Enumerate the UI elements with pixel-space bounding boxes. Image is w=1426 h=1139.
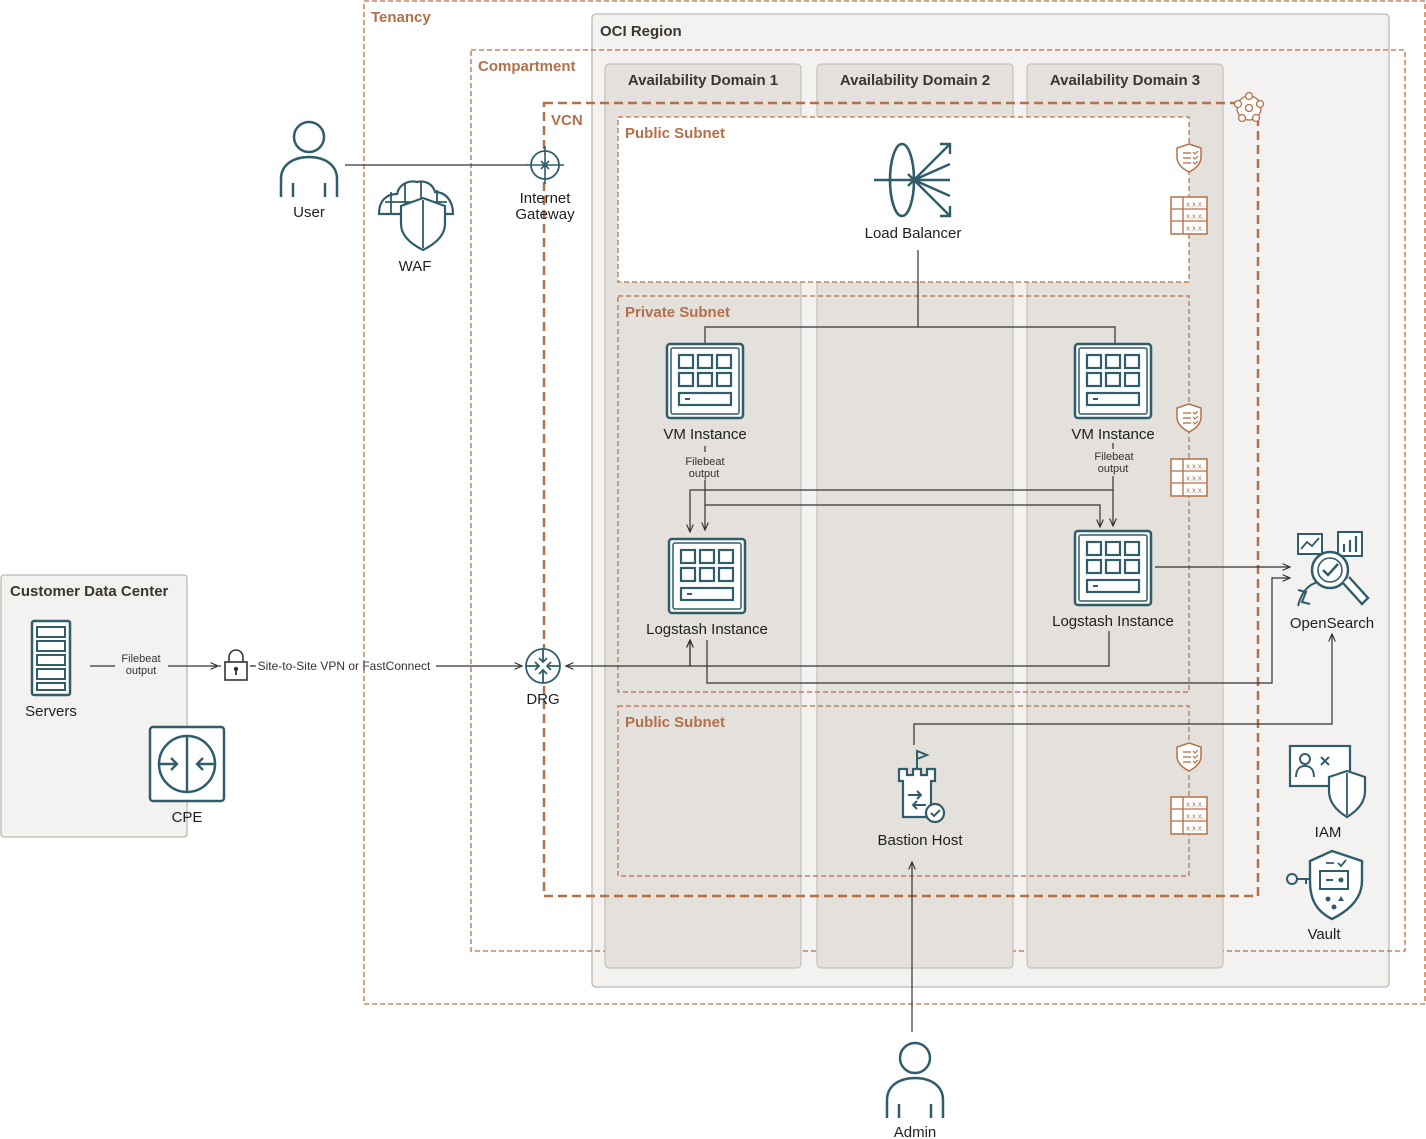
user-label: User [293, 204, 325, 221]
availability-domain-3: Availability Domain 3 [1026, 63, 1224, 969]
iam-icon [1288, 744, 1367, 819]
drg-icon [525, 648, 561, 684]
compute-icon [1073, 529, 1153, 607]
vault-node[interactable]: Vault [1286, 849, 1364, 943]
bastion-icon [897, 749, 946, 824]
opensearch-label: OpenSearch [1290, 615, 1374, 632]
internet-gateway-label-2: Gateway [515, 206, 575, 223]
vm2-filebeat-label-2: output [1098, 463, 1129, 475]
cpe-node[interactable]: CPE [148, 725, 226, 826]
admin-label: Admin [894, 1124, 937, 1139]
drg-node[interactable]: DRG [525, 648, 561, 708]
vcn-icon [1233, 91, 1265, 123]
waf-icon [377, 180, 455, 252]
vm-instance-2-label: VM Instance [1071, 426, 1154, 443]
servers-filebeat-label-2: output [126, 665, 157, 677]
bastion-opensearch-connector [913, 634, 1332, 745]
public-subnet-bottom-label: Public Subnet [625, 714, 725, 731]
load-balancer-node[interactable]: Load Balancer [865, 142, 962, 242]
internet-gateway-label-1: Internet [520, 190, 572, 207]
oci-region-label: OCI Region [600, 23, 682, 40]
admin-icon [885, 1041, 945, 1120]
public-subnet-top: Public Subnet [617, 116, 1190, 283]
servers-node[interactable]: Servers [25, 619, 77, 720]
cpe-icon [148, 725, 226, 803]
availability-domain-1: Availability Domain 1 [604, 63, 802, 969]
opensearch-icon [1297, 531, 1370, 607]
compute-icon [665, 342, 745, 420]
route-table-icon [1170, 458, 1208, 497]
compute-icon [667, 537, 747, 615]
iam-label: IAM [1315, 824, 1342, 841]
vm-instance-1-label: VM Instance [663, 426, 746, 443]
vault-icon [1286, 849, 1364, 921]
vm-instance-2-node[interactable]: VM Instance [1071, 342, 1155, 443]
vcn-label: VCN [551, 112, 583, 129]
logstash1-opensearch-connector [706, 578, 1290, 684]
tenancy-label: Tenancy [371, 9, 431, 26]
load-balancer-icon [874, 142, 952, 218]
compartment-label: Compartment [478, 58, 576, 75]
logstash-instance-2-label: Logstash Instance [1052, 613, 1174, 630]
vm1-filebeat-label-1: Filebeat [685, 456, 724, 468]
bastion-host-label: Bastion Host [877, 832, 963, 849]
tenancy-container: Tenancy [363, 0, 1426, 1005]
vm-instance-1-node[interactable]: VM Instance [663, 342, 747, 443]
route-table-icon [1170, 796, 1208, 835]
compute-icon [1073, 342, 1153, 420]
waf-label: WAF [399, 258, 432, 275]
opensearch-node[interactable]: OpenSearch [1290, 531, 1374, 632]
route-table-icon [1170, 196, 1208, 235]
logstash-instance-2-node[interactable]: Logstash Instance [1052, 529, 1174, 630]
iam-node[interactable]: IAM [1288, 744, 1367, 841]
vm1-to-logstash2-connector [705, 504, 1100, 527]
user-icon [279, 120, 339, 199]
admin-node[interactable]: Admin [885, 1041, 945, 1139]
servers-filebeat-label-1: Filebeat [121, 653, 160, 665]
compartment-container: Compartment [470, 49, 1406, 952]
logstash-instance-1-node[interactable]: Logstash Instance [646, 537, 768, 638]
public-subnet-bottom: Public Subnet [617, 705, 1190, 877]
internet-gateway-node[interactable]: Internet Gateway [515, 146, 575, 223]
cpe-label: CPE [172, 809, 203, 826]
vm1-filebeat-label-2: output [689, 468, 720, 480]
vault-label: Vault [1307, 926, 1341, 943]
vm2-to-logstash1-connector [690, 489, 1113, 532]
private-subnet-label: Private Subnet [625, 304, 730, 321]
vcn-container: VCN [542, 101, 1260, 898]
lb-vm-connector [704, 250, 1116, 343]
drg-label: DRG [526, 691, 559, 708]
ad3-label: Availability Domain 3 [1050, 72, 1200, 89]
vm2-filebeat-label-1: Filebeat [1094, 451, 1133, 463]
logstash-instance-1-label: Logstash Instance [646, 621, 768, 638]
ad2-label: Availability Domain 2 [840, 72, 990, 89]
servers-label: Servers [25, 703, 77, 720]
waf-node[interactable]: WAF [377, 180, 455, 275]
vpn-lock-icon [219, 649, 253, 681]
load-balancer-label: Load Balancer [865, 225, 962, 242]
servers-icon [30, 619, 72, 697]
internet-gateway-icon [526, 146, 564, 184]
ad1-label: Availability Domain 1 [628, 72, 778, 89]
public-subnet-top-label: Public Subnet [625, 125, 725, 142]
availability-domain-2: Availability Domain 2 [816, 63, 1014, 969]
bastion-host-node[interactable]: Bastion Host [877, 749, 963, 849]
user-node[interactable]: User [279, 120, 339, 221]
vpn-label: Site-to-Site VPN or FastConnect [258, 659, 431, 673]
customer-dc-label: Customer Data Center [10, 583, 169, 600]
